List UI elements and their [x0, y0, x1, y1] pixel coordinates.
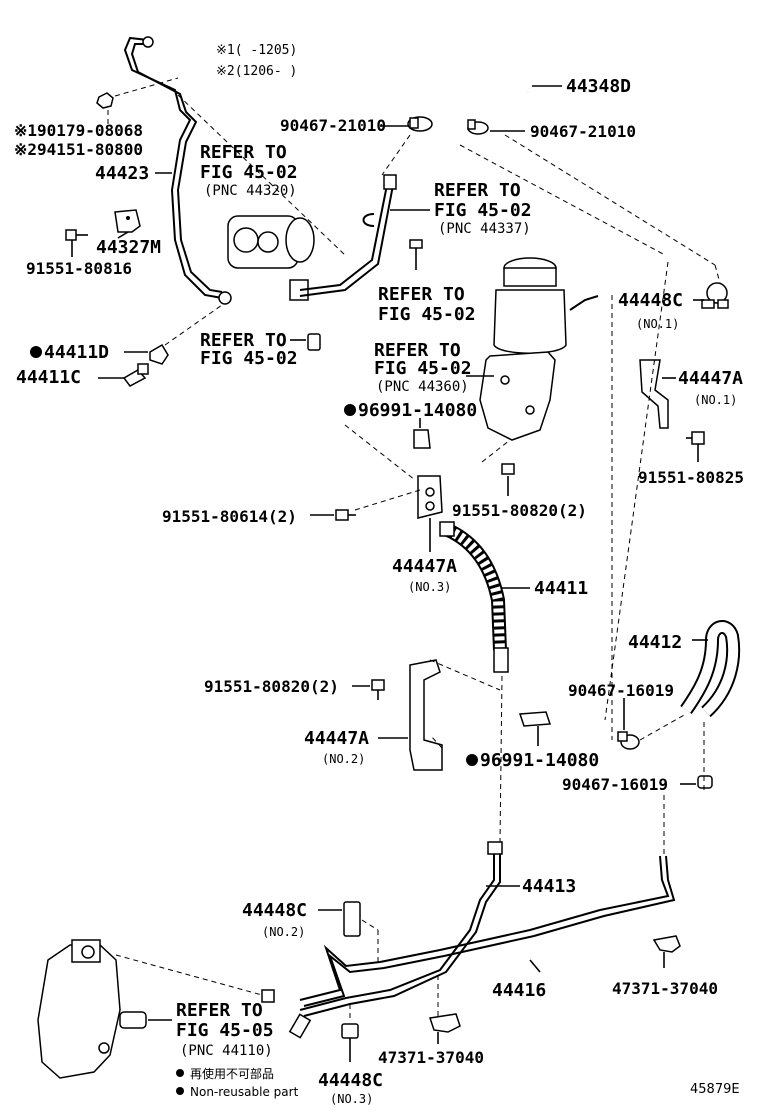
ref-pnc44320-3: (PNC 44320): [204, 183, 297, 199]
bolt-91551-80816[interactable]: [65, 229, 88, 241]
power-steering-pump[interactable]: [227, 215, 315, 301]
ref-pnc44110-3: (PNC 44110): [180, 1043, 273, 1059]
clamp-90467-21010-left[interactable]: [407, 116, 433, 132]
label-44447a-no2-sub: (NO.2): [322, 752, 365, 766]
bolt-90179-94151[interactable]: [96, 92, 114, 109]
clamp-44411d[interactable]: [149, 343, 169, 365]
clamp-47371-37040-bottom[interactable]: [429, 1013, 461, 1033]
ref-pnc44337-3: (PNC 44337): [438, 221, 531, 237]
bolt-91551-80820-lower[interactable]: [371, 679, 385, 700]
label-44448c-no3-sub: (NO.3): [330, 1092, 373, 1106]
clamp-90467-16019-upper[interactable]: [617, 731, 640, 750]
ref-pnc44337-1: REFER TO: [434, 180, 521, 201]
bolt-refer-45-02-left[interactable]: [307, 333, 321, 351]
label-96991-14080-b: 96991-14080: [480, 750, 599, 771]
clamp-44448c-no2[interactable]: [343, 901, 361, 937]
ref-pnc44320-2: FIG 45-02: [200, 162, 298, 183]
ref-pnc44337-2: FIG 45-02: [434, 200, 532, 221]
label-44447a-no1: 44447A: [678, 368, 743, 389]
legend-en: Non-reusable part: [190, 1085, 299, 1099]
hose-44412[interactable]: [680, 620, 741, 718]
bracket-44447a-no3[interactable]: [417, 475, 443, 519]
label-44447a-no3: 44447A: [392, 556, 457, 577]
bolt-44411c[interactable]: [122, 363, 149, 387]
label-44447a-no1-sub: (NO.1): [694, 393, 737, 407]
bolt-refer-45-02-right[interactable]: [409, 239, 423, 270]
label-44423: 44423: [95, 163, 149, 184]
label-96991-14080-a: 96991-14080: [358, 400, 477, 421]
bracket-44447a-no2[interactable]: [409, 659, 443, 771]
ref-pnc44360-1: REFER TO: [374, 340, 461, 361]
ref-mid-2: FIG 45-02: [378, 304, 476, 325]
label-44412: 44412: [628, 632, 682, 653]
clip-96991-14080-upper[interactable]: [413, 429, 431, 449]
clamp-90467-16019-lower[interactable]: [697, 775, 713, 789]
label-94151: ※294151-80800: [14, 140, 143, 159]
label-44416: 44416: [492, 980, 546, 1001]
label-44411: 44411: [534, 578, 588, 599]
ref-pnc44110-2: FIG 45-05: [176, 1020, 274, 1041]
pipe-44416[interactable]: [299, 855, 676, 1007]
clip-96991-14080-lower[interactable]: [518, 711, 552, 727]
label-44448c-no2-sub: (NO.2): [262, 925, 305, 939]
label-44447a-no2: 44447A: [304, 728, 369, 749]
ref-pnc44360-2: FIG 45-02: [374, 358, 472, 379]
pipe-44413[interactable]: [299, 841, 503, 1017]
label-47371-37040-a: 47371-37040: [612, 979, 718, 998]
label-90467-21010-right: 90467-21010: [530, 122, 636, 141]
label-44413: 44413: [522, 876, 576, 897]
steering-gear[interactable]: [37, 939, 147, 1079]
label-90467-16019-a: 90467-16019: [568, 681, 674, 700]
note-1: ※1( -1205): [216, 43, 297, 58]
pipe-44423[interactable]: [123, 36, 232, 305]
ref-pnc44360-3: (PNC 44360): [376, 379, 469, 395]
label-90467-16019-b: 90467-16019: [562, 775, 668, 794]
ref-pnc44110-1: REFER TO: [176, 1000, 263, 1021]
clamp-47371-37040-right[interactable]: [652, 935, 681, 953]
union-bolt[interactable]: [261, 989, 275, 1003]
hose-44348d[interactable]: [415, 60, 534, 126]
label-91551-80825: 91551-80825: [638, 468, 744, 487]
label-91551-80820-b: 91551-80820(2): [204, 677, 339, 696]
figure-id: 45879E: [690, 1082, 740, 1097]
clamp-44448c-no1[interactable]: [701, 282, 729, 309]
bracket-44327m[interactable]: [114, 209, 141, 233]
ref-left-2: FIG 45-02: [200, 348, 298, 369]
label-47371-37040-b: 47371-37040: [378, 1048, 484, 1067]
label-91551-80614: 91551-80614(2): [162, 507, 297, 526]
label-44448c-no1-sub: (NO.1): [636, 317, 679, 331]
label-90467-21010-left: 90467-21010: [280, 116, 386, 135]
label-44448c-no1: 44448C: [618, 290, 683, 311]
label-90179: ※190179-08068: [14, 121, 143, 140]
hose-44411[interactable]: [439, 521, 509, 673]
reservoir-tank[interactable]: [479, 257, 599, 441]
label-44327m: 44327M: [96, 237, 161, 258]
label-44411c: 44411C: [16, 367, 81, 388]
clamp-44448c-no3[interactable]: [341, 1023, 359, 1039]
bolt-91551-80820-upper[interactable]: [501, 463, 515, 475]
bolt-91551-80825[interactable]: [686, 431, 705, 445]
label-44447a-no3-sub: (NO.3): [408, 580, 451, 594]
label-44348d: 44348D: [566, 76, 631, 97]
ref-mid-1: REFER TO: [378, 284, 465, 305]
clamp-90467-21010-right[interactable]: [467, 119, 489, 135]
ref-left-1: REFER TO: [200, 330, 287, 351]
bracket-44447a-no1[interactable]: [639, 359, 669, 429]
legend-jp: 再使用不可部品: [190, 1066, 274, 1081]
ref-pnc44320-1: REFER TO: [200, 142, 287, 163]
label-91551-80820-a: 91551-80820(2): [452, 501, 587, 520]
label-44448c-no2: 44448C: [242, 900, 307, 921]
label-44411d: 44411D: [44, 342, 109, 363]
note-2: ※2(1206- ): [216, 64, 297, 79]
bolt-91551-80614[interactable]: [335, 509, 356, 521]
fitting[interactable]: [288, 1013, 312, 1039]
label-91551-80816: 91551-80816: [26, 259, 132, 278]
label-44448c-no3: 44448C: [318, 1070, 383, 1091]
